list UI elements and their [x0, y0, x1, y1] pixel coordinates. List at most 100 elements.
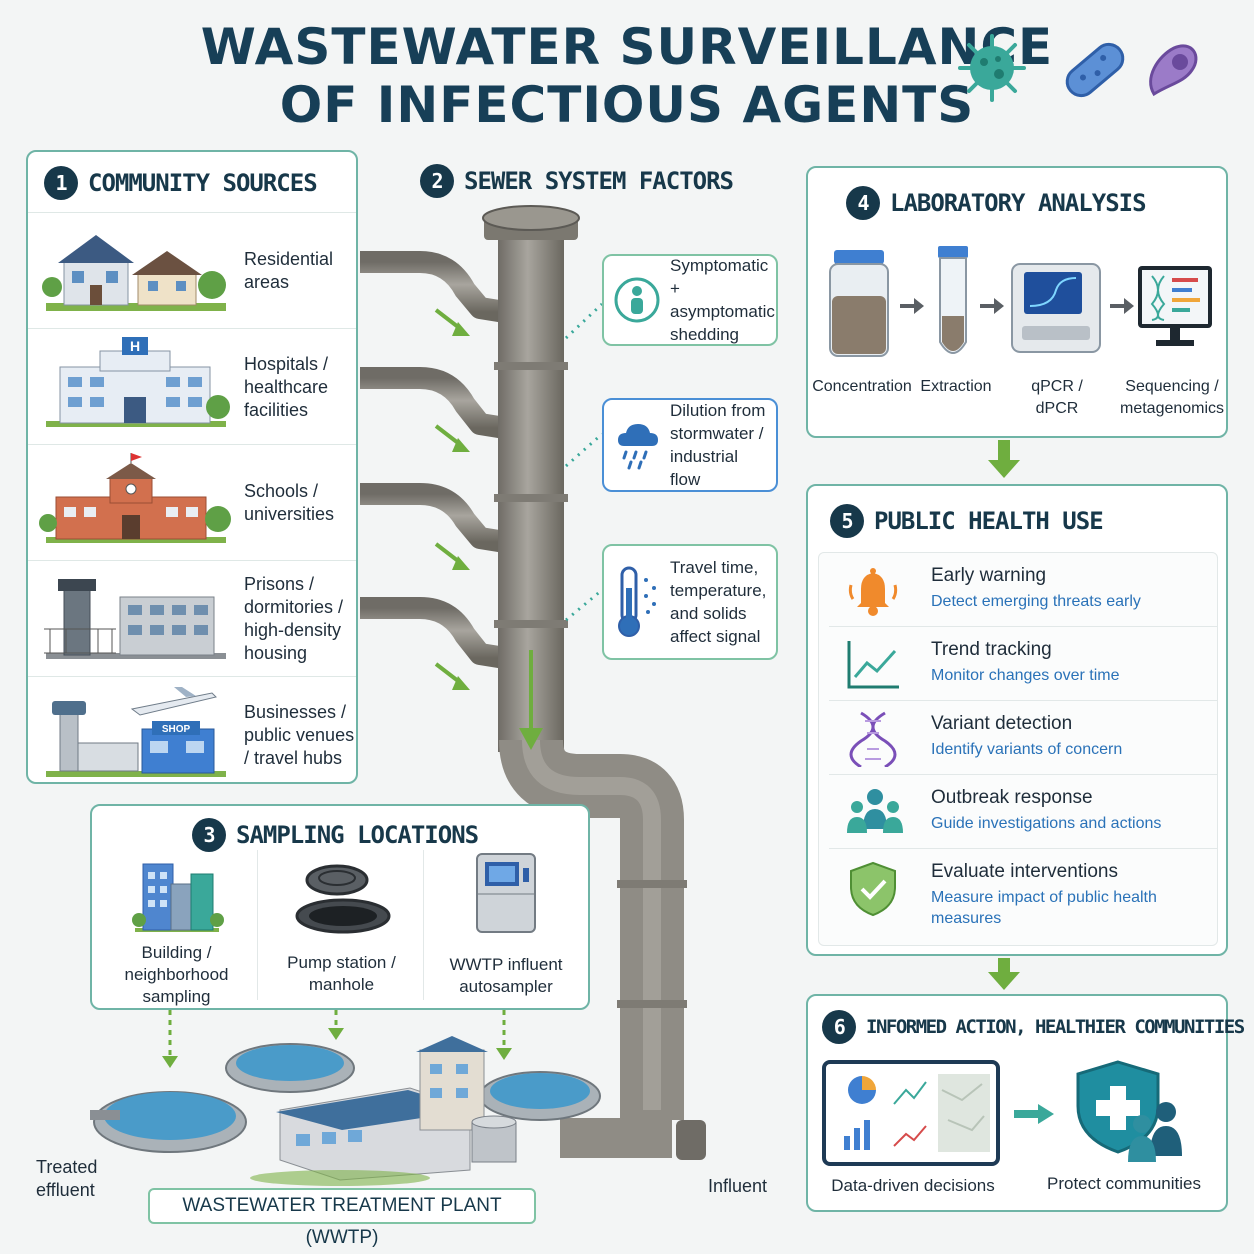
source-label: Businesses / public venues / travel hubs: [244, 701, 355, 768]
step-number-badge: 2: [420, 164, 454, 198]
public-health-item: Outbreak response Guide investigations a…: [829, 775, 1217, 849]
page-title-line1: WASTEWATER SURVEILLANCE: [200, 18, 1054, 76]
line-chart-icon: [847, 641, 899, 689]
lab-title: LABORATORY ANALYSIS: [890, 189, 1147, 217]
lab-step-label: Concentration: [812, 378, 912, 395]
factor-label: Symptomatic + asymptomatic shedding: [670, 256, 775, 344]
parasite-icon: [1149, 44, 1198, 97]
factor-label: Travel time, temperature, and solids aff…: [670, 558, 767, 646]
lab-step-label: qPCR / dPCR: [1031, 378, 1083, 417]
public-health-use-panel: 5 PUBLIC HEALTH USE Early warning Detect …: [806, 484, 1228, 956]
dna-icon: [849, 711, 897, 767]
public-health-header: 5 PUBLIC HEALTH USE: [830, 504, 1104, 538]
public-health-list: Early warning Detect emerging threats ea…: [818, 552, 1218, 946]
page-title-line2: OF INFECTIOUS AGENTS: [279, 76, 975, 134]
hospital-icon: H: [46, 337, 230, 427]
public-health-heading: Trend tracking: [931, 639, 1052, 660]
manhole-icon: [295, 864, 390, 934]
public-health-item: Variant detection Identify variants of c…: [829, 701, 1217, 775]
thermometer-icon: [618, 566, 656, 637]
arrow-right-icon: [1014, 1104, 1054, 1124]
informed-action-title: INFORMED ACTION, HEALTHIER COMMUNITIES: [866, 1016, 1245, 1038]
step-number-badge: 5: [830, 504, 864, 538]
virus-icon: [958, 34, 1026, 102]
wwtp-label: WASTEWATER TREATMENT PLANT (WWTP): [148, 1188, 536, 1248]
test-tube-icon: [938, 246, 968, 354]
step-number-badge: 1: [44, 166, 78, 200]
step-number-badge: 6: [822, 1010, 856, 1044]
factor-shedding: Symptomatic + asymptomatic shedding: [602, 254, 778, 346]
people-group-icon: [847, 789, 903, 833]
public-health-sub: Measure impact of public health measures: [931, 889, 1157, 927]
source-label: Residential areas: [244, 249, 334, 292]
public-health-item: Evaluate interventions Measure impact of…: [829, 849, 1217, 945]
sequencing-monitor-icon: [1138, 266, 1212, 346]
hospital-sign: H: [130, 338, 140, 354]
sampling-title: SAMPLING LOCATIONS: [236, 821, 479, 849]
community-sources-panel: 1 COMMUNITY SOURCES Residential areas H H…: [26, 150, 358, 784]
public-health-sub: Detect emerging threats early: [931, 593, 1141, 610]
source-label: Hospitals / healthcare facilities: [244, 353, 329, 420]
sampling-building: Building / neighborhood sampling: [96, 850, 258, 1006]
factor-label: Dilution from stormwater / industrial fl…: [670, 401, 766, 489]
sampling-autosampler: WWTP influent autosampler: [426, 850, 586, 1000]
bell-icon: [848, 568, 898, 616]
sampling-header: 3 SAMPLING LOCATIONS: [192, 818, 479, 852]
bacterium-icon: [1065, 42, 1125, 98]
house-icon: [42, 235, 226, 311]
prison-icon: [44, 579, 226, 659]
shield-check-icon: [850, 861, 896, 917]
factor-travel-time: Travel time, temperature, and solids aff…: [602, 544, 778, 660]
source-row-hospitals: H Hospitals / healthcare facilities: [28, 328, 356, 444]
community-sources-title: COMMUNITY SOURCES: [88, 169, 318, 197]
sewer-factors-title: SEWER SYSTEM FACTORS: [464, 167, 734, 195]
public-health-heading: Variant detection: [931, 713, 1073, 734]
source-label: Prisons / dormitories / high-density hou…: [244, 574, 344, 663]
shop-sign: SHOP: [162, 724, 191, 735]
action-label: Protect communities: [1047, 1174, 1201, 1193]
person-icon: [614, 277, 660, 323]
pcr-machine-icon: [1011, 263, 1101, 353]
public-health-heading: Evaluate interventions: [931, 861, 1118, 882]
factor-dilution: Dilution from stormwater / industrial fl…: [602, 398, 778, 492]
public-health-item: Trend tracking Monitor changes over time: [829, 627, 1217, 701]
sample-jar-icon: [829, 250, 889, 357]
public-health-sub: Guide investigations and actions: [931, 815, 1162, 832]
sampling-manhole: Pump station / manhole: [260, 850, 424, 1000]
lab-workflow-icons: [829, 246, 1212, 357]
treated-effluent-label: Treated effluent: [36, 1157, 98, 1200]
lab-step-label: Extraction: [920, 378, 992, 395]
rain-cloud-icon: [618, 424, 658, 470]
step-number-badge: 4: [846, 186, 880, 220]
sampling-locations-panel: 3 SAMPLING LOCATIONS Building / neighborh…: [90, 804, 590, 1010]
sampling-label: Building / neighborhood sampling: [124, 943, 229, 1006]
public-health-sub: Identify variants of concern: [931, 741, 1123, 758]
source-row-businesses: SHOP Businesses / public venues / travel…: [28, 676, 356, 784]
sampling-label: Pump station / manhole: [287, 953, 396, 994]
action-label: Data-driven decisions: [831, 1176, 995, 1195]
influent-label: Influent: [708, 1176, 768, 1196]
public-health-heading: Outbreak response: [931, 787, 1093, 808]
source-row-schools: Schools / universities: [28, 444, 356, 560]
community-sources-header: 1 COMMUNITY SOURCES: [44, 166, 318, 200]
dashboard-icon: [822, 1060, 1000, 1166]
wastewater-treatment-plant-illustration: [90, 1036, 601, 1186]
step-number-badge: 3: [192, 818, 226, 852]
lab-step-label: Sequencing / metagenomics: [1120, 378, 1225, 417]
public-health-title: PUBLIC HEALTH USE: [874, 507, 1104, 535]
sampling-label: WWTP influent autosampler: [449, 955, 563, 996]
public-health-item: Early warning Detect emerging threats ea…: [829, 553, 1217, 627]
shield-community-icon: [1076, 1060, 1182, 1162]
public-health-heading: Early warning: [931, 565, 1047, 586]
autosampler-icon: [476, 853, 536, 933]
school-icon: [39, 453, 231, 543]
informed-action-header: 6 INFORMED ACTION, HEALTHIER COMMUNITIES: [822, 1010, 1245, 1044]
buildings-icon: [131, 863, 224, 932]
airport-shop-icon: SHOP: [46, 687, 226, 777]
lab-header: 4 LABORATORY ANALYSIS: [846, 186, 1147, 220]
public-health-sub: Monitor changes over time: [931, 667, 1120, 684]
sewer-factors-header: 2 SEWER SYSTEM FACTORS: [420, 164, 734, 198]
